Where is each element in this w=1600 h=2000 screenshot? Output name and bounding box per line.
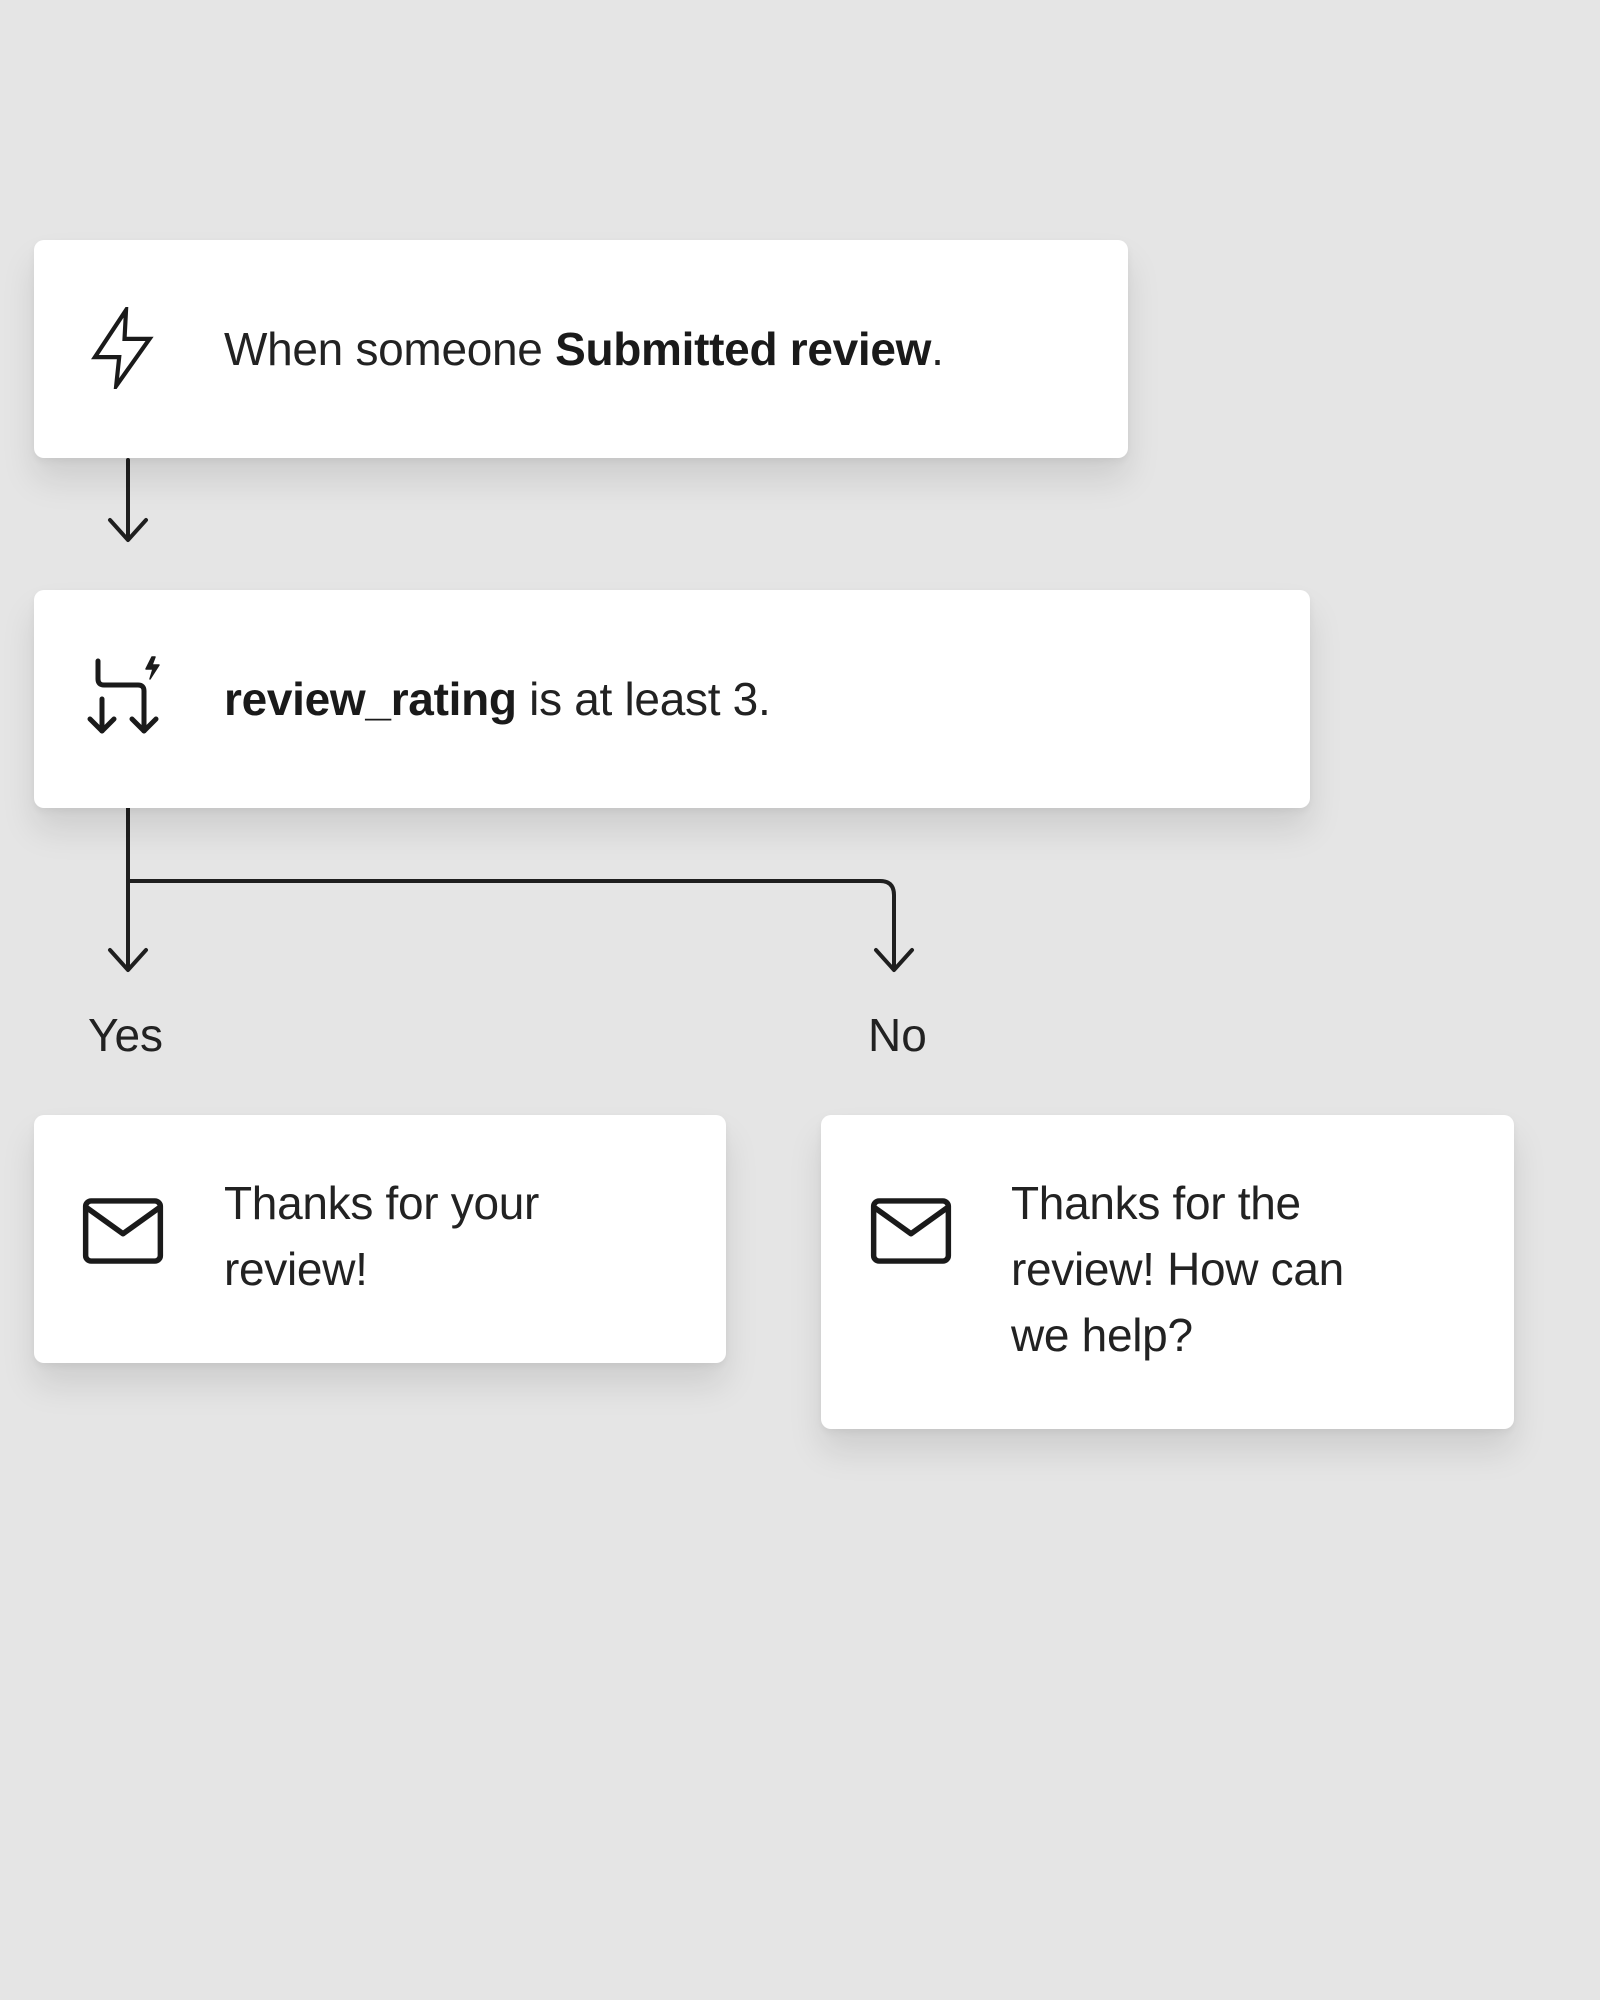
branch-label-yes: Yes — [88, 1009, 164, 1061]
yes-email-card[interactable]: Thanks for your review! — [34, 1115, 726, 1363]
condition-property: review_rating — [224, 673, 517, 725]
no-email-card[interactable]: Thanks for the review! How can we help? — [821, 1115, 1514, 1429]
yes-email-message: Thanks for your review! — [224, 1170, 664, 1302]
lightning-icon — [82, 307, 164, 389]
no-message-line-3: we help? — [1011, 1309, 1193, 1361]
no-email-message: Thanks for the review! How can we help? — [1011, 1170, 1431, 1368]
branch-label-no: No — [868, 1009, 927, 1061]
no-message-line-1: Thanks for the — [1011, 1177, 1301, 1229]
email-icon — [870, 1190, 952, 1272]
condition-card[interactable]: review_rating is at least 3. — [34, 590, 1310, 808]
no-message-line-2: review! How can — [1011, 1243, 1344, 1295]
arrow-condition-to-no — [126, 879, 914, 972]
email-icon — [82, 1190, 164, 1272]
arrow-trigger-to-condition — [108, 458, 148, 542]
conditional-split-icon — [82, 655, 164, 737]
yes-message-line-2: review! — [224, 1243, 368, 1295]
trigger-card[interactable]: When someone Submitted review. — [34, 240, 1128, 458]
arrow-condition-to-yes — [108, 806, 148, 972]
yes-message-line-1: Thanks for your — [224, 1177, 540, 1229]
trigger-event-name: Submitted review — [555, 323, 932, 375]
trigger-text: When someone Submitted review. — [224, 323, 944, 375]
condition-text: review_rating is at least 3. — [224, 673, 771, 725]
